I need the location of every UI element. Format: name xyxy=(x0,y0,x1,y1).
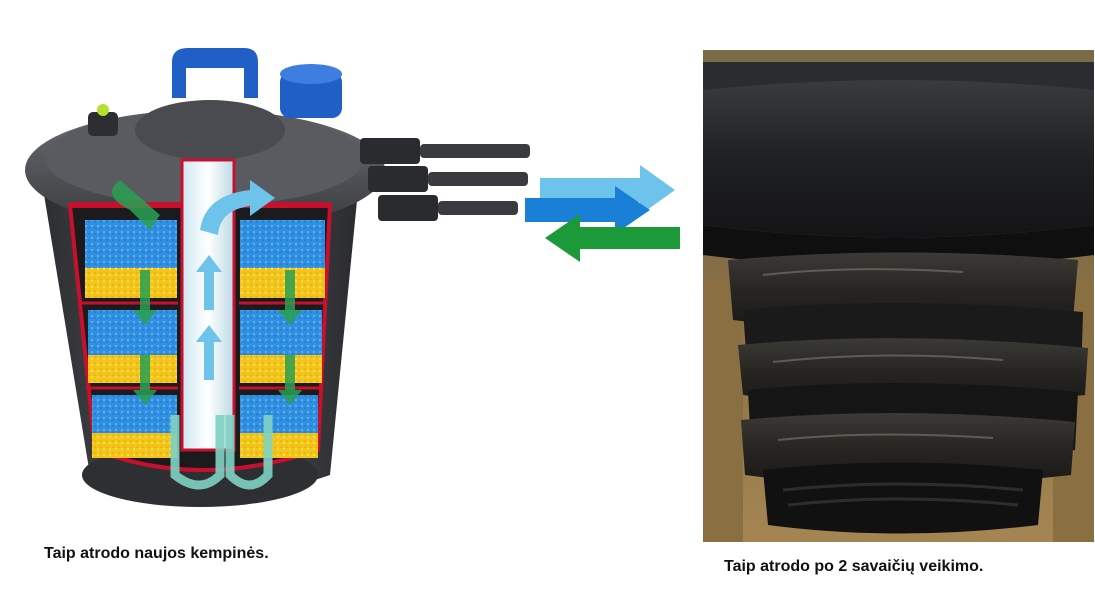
caption-new-sponges: Taip atrodo naujos kempinės. xyxy=(44,545,269,562)
dirty-filter-sponges-icon xyxy=(703,50,1094,542)
pressure-filter-cutaway-icon xyxy=(25,48,680,507)
filter-cutaway-illustration xyxy=(0,20,700,540)
caption-after-two-weeks: Taip atrodo po 2 savaičių veikimo. xyxy=(724,558,984,575)
dirty-sponges-photo xyxy=(703,50,1094,542)
